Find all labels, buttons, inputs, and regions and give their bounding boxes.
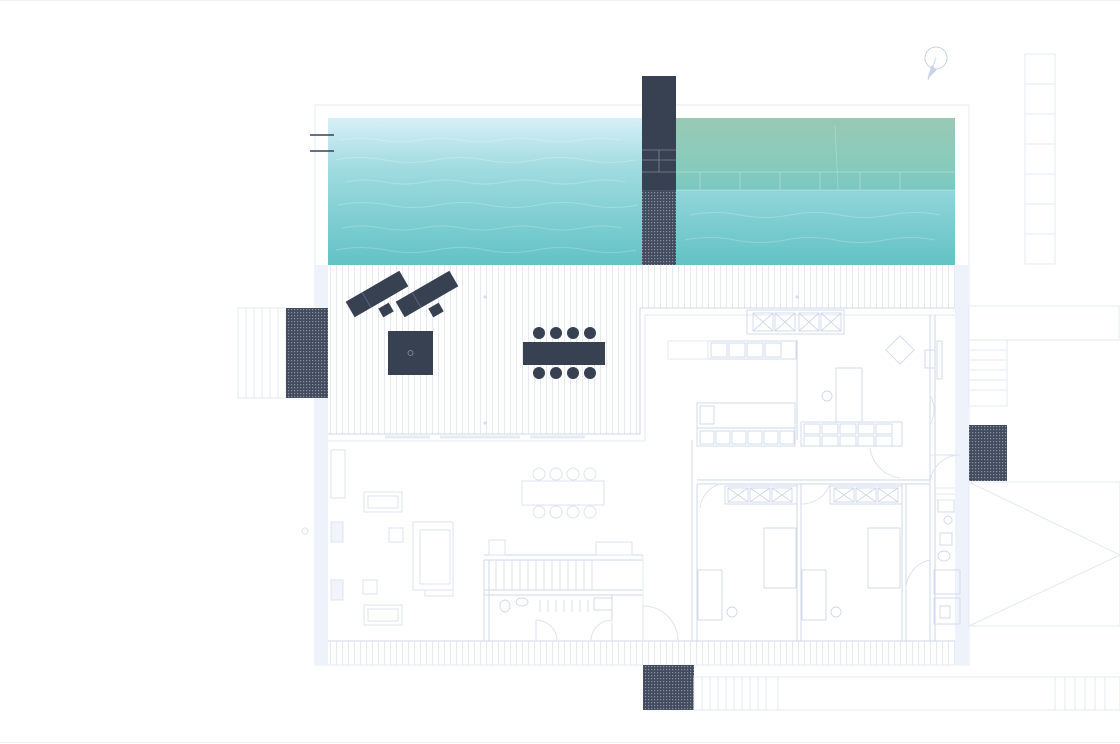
kitchen-cabinets (667, 309, 943, 447)
deck-markers (483, 295, 799, 425)
interior-stairs (495, 560, 593, 612)
interior-walls (328, 307, 955, 642)
door-swings (535, 394, 961, 642)
bathroom-fixtures (499, 499, 961, 625)
right-entry-steps (935, 487, 955, 501)
outdoor-square-table (388, 331, 433, 375)
bottom-entry-grate (643, 665, 694, 710)
menu-button[interactable] (306, 128, 338, 158)
north-arrow-icon (924, 46, 948, 81)
living-furniture (301, 449, 605, 626)
umbrella-hole (407, 350, 414, 356)
bottom-path (693, 676, 1120, 711)
stair-cabinet (595, 541, 633, 556)
pool-wall-pillar (642, 76, 676, 190)
pool (328, 118, 955, 265)
pool-grate (642, 190, 676, 265)
right-exterior-structures (968, 53, 1120, 627)
right-entry-grate (969, 425, 1007, 481)
sun-loungers (345, 270, 459, 318)
bedroom-furniture (697, 485, 903, 621)
right-wall (955, 265, 969, 665)
stair-landing-box (488, 539, 506, 556)
left-steps (237, 307, 328, 399)
pillar-steps (642, 149, 676, 173)
terrace-deck (328, 265, 955, 665)
hamburger-menu-icon (310, 134, 334, 152)
outdoor-dining-set (523, 327, 605, 379)
